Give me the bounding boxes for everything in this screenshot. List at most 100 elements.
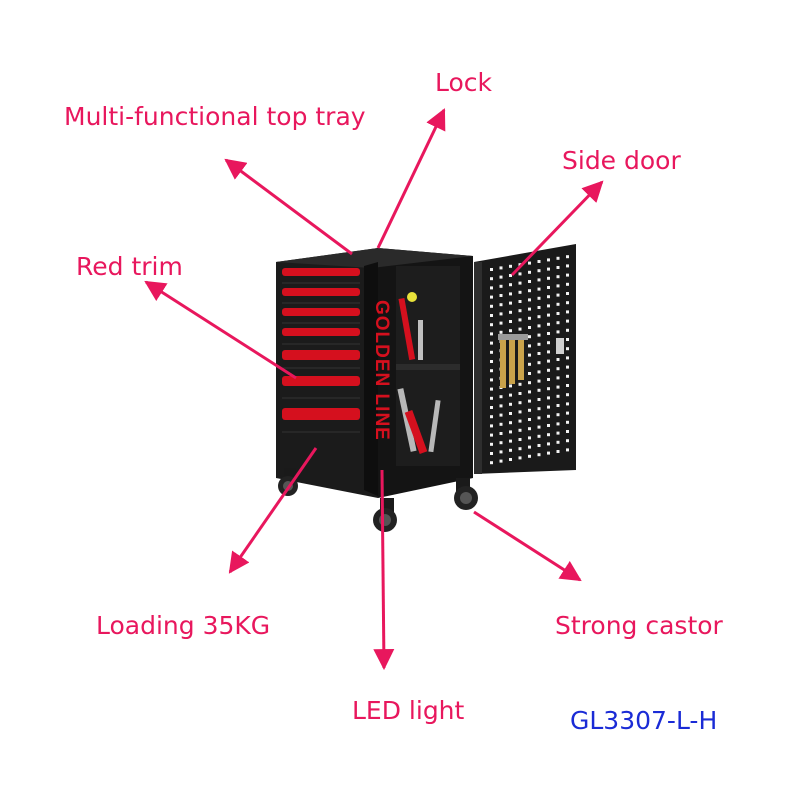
pegboard-hole — [490, 268, 493, 271]
pegboard-hole — [537, 342, 541, 346]
pegboard-hole — [509, 310, 512, 314]
pegboard-hole — [556, 376, 560, 380]
pegboard-hole — [499, 284, 503, 288]
pegboard-hole — [528, 436, 531, 440]
pegboard-hole — [537, 260, 541, 263]
callout-arrows — [144, 108, 604, 671]
pegboard-hole — [528, 326, 531, 329]
pegboard-hole — [537, 379, 541, 383]
pegboard-hole — [547, 424, 550, 427]
pegboard-hole — [499, 395, 503, 399]
pegboard-hole — [509, 274, 512, 277]
pegboard-hole — [490, 341, 493, 345]
pegboard-hole — [499, 330, 503, 334]
pegboard-hole — [490, 277, 493, 281]
pegboard-hole — [537, 306, 541, 309]
pegboard-hole — [509, 439, 512, 443]
pegboard-hole — [556, 404, 560, 407]
pegboard-hole — [518, 327, 522, 331]
pegboard-hole — [537, 434, 541, 438]
arrow-castor — [473, 510, 582, 582]
pegboard-hole — [556, 413, 560, 417]
pegboard-hole — [509, 402, 512, 406]
pegboard-hole — [490, 452, 493, 455]
pegboard-hole — [566, 319, 569, 323]
pegboard-hole — [528, 335, 531, 339]
pegboard-hole — [556, 367, 560, 371]
pegboard-hole — [556, 358, 560, 361]
pegboard-hole — [556, 302, 560, 306]
pegboard-hole — [547, 286, 550, 289]
pegboard-hole — [547, 267, 550, 271]
pegboard-hole — [518, 438, 522, 441]
pegboard-hole — [490, 304, 493, 308]
pegboard-hole — [556, 431, 560, 435]
pegboard-hole — [547, 451, 550, 455]
pegboard-hole — [566, 338, 569, 341]
pegboard-hole — [528, 390, 531, 394]
pegboard-hole — [537, 333, 541, 337]
pegboard-hole — [547, 414, 550, 418]
pegboard-hole — [556, 450, 560, 453]
pegboard-hole — [537, 296, 541, 300]
brand-logo: GOLDEN LINE — [371, 300, 392, 441]
pegboard-hole — [518, 392, 522, 395]
pegboard-hole — [547, 368, 550, 372]
pegboard-hole — [518, 401, 522, 405]
pegboard-hole — [556, 440, 560, 444]
pegboard-hole — [509, 264, 512, 268]
arrow-loading — [228, 447, 318, 574]
label-led-light: LED light — [352, 696, 465, 725]
pegboard-hole — [566, 292, 569, 295]
pegboard-hole — [566, 365, 569, 369]
pegboard-hole — [528, 362, 531, 366]
pegboard-hole — [556, 321, 560, 325]
arrow-top-tray — [224, 158, 353, 256]
pegboard-hole — [490, 323, 493, 327]
pegboard-hole — [490, 332, 493, 336]
arrow-red-trim — [144, 280, 297, 380]
pegboard-hole — [518, 272, 522, 276]
pegboard-hole — [509, 320, 512, 323]
pegboard-hole — [490, 369, 493, 373]
pegboard-hole — [566, 402, 569, 406]
arrow-lock — [376, 108, 446, 249]
pegboard-hole — [528, 261, 531, 265]
pegboard-hole — [537, 370, 541, 374]
pegboard-hole — [509, 412, 512, 415]
pegboard-hole — [499, 422, 503, 426]
pegboard-hole — [556, 256, 560, 260]
pegboard-hole — [499, 459, 503, 463]
pegboard-hole — [547, 442, 550, 446]
pegboard-hole — [528, 270, 531, 274]
pegboard-hole — [490, 424, 493, 428]
pegboard-hole — [509, 329, 512, 333]
label-side-door: Side door — [562, 146, 681, 175]
pegboard-hole — [528, 381, 531, 385]
pegboard-hole — [490, 461, 493, 465]
arrow-side-door — [510, 180, 604, 277]
pegboard-hole — [528, 427, 531, 431]
label-loading: Loading 35KG — [96, 611, 271, 640]
pegboard-hole — [537, 416, 541, 420]
pegboard-hole — [537, 278, 541, 282]
pegboard-hole — [528, 454, 531, 458]
pegboard-hole — [547, 387, 550, 391]
pegboard-hole — [509, 458, 512, 461]
pegboard-hole — [528, 344, 531, 348]
pegboard-hole — [509, 292, 512, 296]
pegboard-hole — [490, 350, 493, 354]
pegboard-hole — [528, 316, 531, 320]
pegboard-hole — [556, 312, 560, 315]
pegboard-hole — [509, 448, 512, 452]
pegboard-hole — [547, 313, 550, 317]
pegboard-hole — [518, 281, 522, 285]
pegboard-hole — [537, 453, 541, 457]
pegboard-hole — [490, 314, 493, 317]
pegboard-hole — [556, 275, 560, 279]
pegboard-hole — [499, 312, 503, 316]
pegboard-hole — [537, 388, 541, 392]
pegboard-hole — [556, 385, 560, 389]
pegboard-hole — [537, 425, 541, 429]
pegboard-hole — [528, 418, 531, 421]
